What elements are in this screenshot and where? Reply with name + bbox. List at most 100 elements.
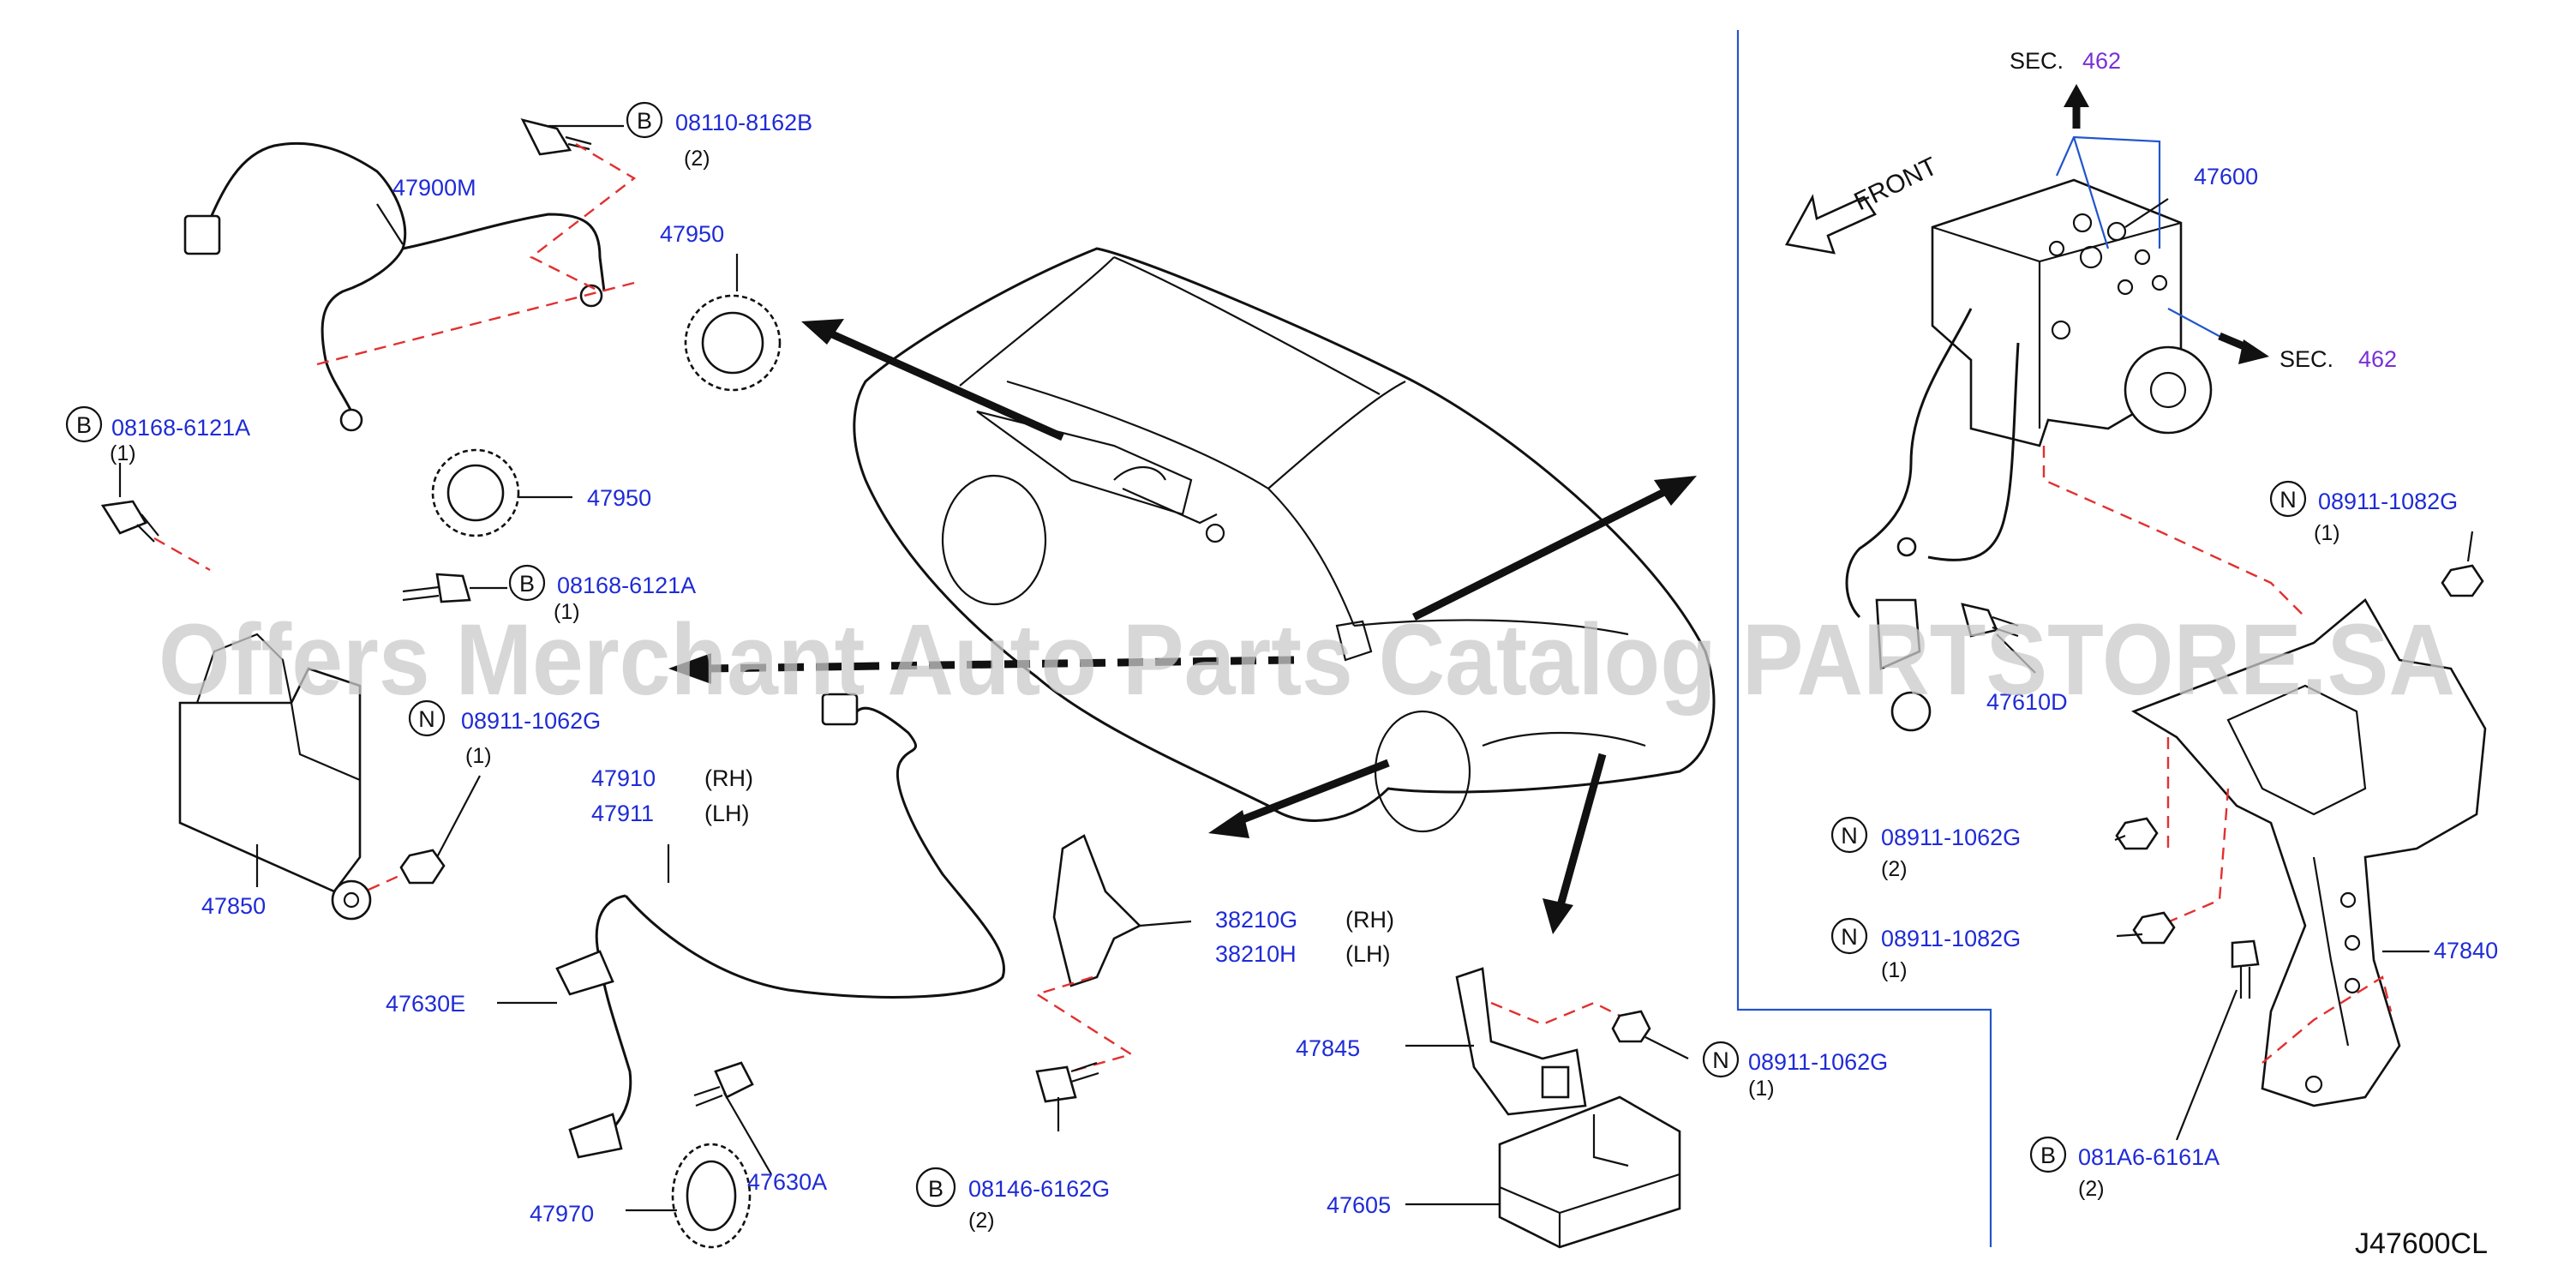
gear-ring-47950-mid	[431, 448, 520, 537]
label-leaders	[118, 124, 2474, 1212]
vehicle-outline	[853, 247, 1716, 833]
quantity: (2)	[684, 147, 710, 171]
bracket-38210G	[1052, 834, 1142, 987]
callout-08911-1062G-left[interactable]: N 08911-1062G (1)	[408, 699, 601, 768]
part-47911[interactable]: 47911	[591, 801, 654, 826]
callout-prefix: B	[2040, 1143, 2056, 1168]
abs-actuator-47600	[1931, 178, 2213, 447]
nut-08911-1082-right	[2132, 911, 2176, 945]
side-lh-1: (LH)	[704, 801, 750, 826]
side-rh-1: (RH)	[704, 765, 753, 791]
part-number[interactable]: 08911-1082G	[2318, 489, 2458, 514]
callout-08911-1082G-right[interactable]: N 08911-1082G (1)	[1830, 917, 2021, 982]
part-number[interactable]: 08168-6121A	[111, 415, 250, 441]
part-47910[interactable]: 47910	[591, 765, 656, 791]
gear-ring-47970	[671, 1143, 752, 1249]
quantity: (1)	[110, 441, 136, 465]
leader-dash-5	[1034, 975, 1134, 1073]
abs-harness	[1845, 308, 2020, 732]
direction-arrows	[668, 319, 1697, 934]
part-47610D[interactable]: 47610D	[1986, 689, 2068, 715]
sec-arrow-up	[2064, 84, 2089, 129]
quantity: (1)	[465, 744, 492, 768]
sec-arrow-right	[2218, 332, 2269, 364]
bolt-08168-right	[402, 573, 471, 603]
callout-081A6-6161A[interactable]: B 081A6-6161A (2)	[2029, 1136, 2220, 1201]
part-number[interactable]: 08911-1062G	[461, 708, 601, 734]
part-47600[interactable]: 47600	[2194, 164, 2258, 189]
sec-ref-top[interactable]: SEC. 462	[2010, 48, 2121, 74]
callout-08168-6121A-left[interactable]: B 08168-6121A (1)	[65, 405, 250, 465]
part-47970[interactable]: 47970	[530, 1201, 594, 1227]
callout-08911-1082G-top[interactable]: N 08911-1082G (1)	[2269, 480, 2458, 545]
callout-08911-1062G-mid[interactable]: N 08911-1062G (1)	[1702, 1041, 1888, 1101]
callout-08911-1062G-right[interactable]: N 08911-1062G (2)	[1830, 816, 2021, 881]
sec-number[interactable]: 462	[2358, 346, 2397, 372]
callout-08168-6121A-mid[interactable]: B 08168-6121A (1)	[508, 564, 696, 624]
part-47950-mid[interactable]: 47950	[587, 485, 651, 511]
callout-08110-8162B[interactable]: B 08110-8162B (2)	[626, 101, 812, 171]
part-number[interactable]: 08110-8162B	[675, 110, 812, 135]
callout-prefix: B	[928, 1176, 944, 1202]
part-number[interactable]: 08168-6121A	[557, 573, 696, 598]
quantity: (1)	[1881, 958, 1908, 982]
callout-08146-6162G[interactable]: B 08146-6162G (2)	[915, 1167, 1110, 1233]
callout-prefix: B	[637, 108, 652, 134]
nut-08911-mid	[1611, 1010, 1651, 1043]
side-lh-2: (LH)	[1345, 941, 1391, 967]
control-module-47605	[1498, 1095, 1681, 1249]
sec-leader-right	[2167, 308, 2225, 339]
quantity: (1)	[2314, 521, 2340, 545]
part-number[interactable]: 08911-1062G	[1881, 825, 2021, 850]
sec-number[interactable]: 462	[2082, 48, 2121, 74]
quantity: (2)	[2078, 1177, 2105, 1201]
part-number[interactable]: 08911-1082G	[1881, 926, 2021, 951]
side-rh-2: (RH)	[1345, 907, 1394, 933]
diagram-code: J47600CL	[2355, 1227, 2488, 1260]
nut-08911-1082-top	[2441, 564, 2484, 597]
gear-ring-47950-top	[684, 294, 782, 392]
part-number[interactable]: 081A6-6161A	[2078, 1144, 2220, 1170]
sec-label: SEC.	[2279, 346, 2333, 372]
bolt-08146	[1035, 1061, 1099, 1103]
callout-prefix: N	[2279, 487, 2297, 513]
bolt-08168-left	[100, 500, 159, 543]
callout-prefix: N	[1841, 823, 1858, 849]
sec-label: SEC.	[2010, 48, 2064, 74]
leader-dash-7	[2042, 446, 2306, 618]
leader-dash	[529, 142, 637, 293]
leader-dash-4	[368, 873, 404, 891]
bolt-47610D	[1961, 603, 2019, 638]
part-38210H[interactable]: 38210H	[1215, 941, 1297, 967]
part-number[interactable]: 08911-1062G	[1748, 1049, 1888, 1075]
quantity: (1)	[1748, 1077, 1775, 1101]
leader-dash-2	[316, 281, 635, 366]
part-47950-top[interactable]: 47950	[660, 221, 724, 247]
part-47850[interactable]: 47850	[201, 893, 266, 919]
sec-ref-right[interactable]: SEC. 462	[2279, 346, 2397, 372]
callout-prefix: N	[418, 706, 435, 732]
nut-08911-left	[399, 849, 446, 885]
bolt-08110	[520, 118, 592, 156]
callout-prefix: B	[519, 571, 535, 597]
quantity: (1)	[554, 600, 580, 624]
part-47900M[interactable]: 47900M	[392, 175, 476, 201]
part-47630E[interactable]: 47630E	[386, 991, 465, 1017]
part-47605[interactable]: 47605	[1327, 1192, 1391, 1218]
part-47845[interactable]: 47845	[1296, 1035, 1360, 1061]
nut-08911-1062-right	[2115, 817, 2159, 850]
bolt-47630A	[693, 1061, 754, 1107]
section-divider	[1736, 30, 1992, 1247]
bolt-081A6	[2231, 939, 2260, 999]
quantity: (2)	[1881, 857, 1908, 881]
part-47840[interactable]: 47840	[2434, 938, 2498, 963]
part-number[interactable]: 08146-6162G	[968, 1176, 1110, 1202]
front-arrow	[1784, 194, 1877, 255]
leader-dash-3	[153, 537, 211, 572]
callout-prefix: B	[76, 412, 92, 438]
part-47630A[interactable]: 47630A	[747, 1169, 827, 1195]
part-38210G[interactable]: 38210G	[1215, 907, 1297, 933]
leader-dash-9	[2261, 975, 2393, 1064]
front-label: FRONT	[1850, 152, 1942, 216]
